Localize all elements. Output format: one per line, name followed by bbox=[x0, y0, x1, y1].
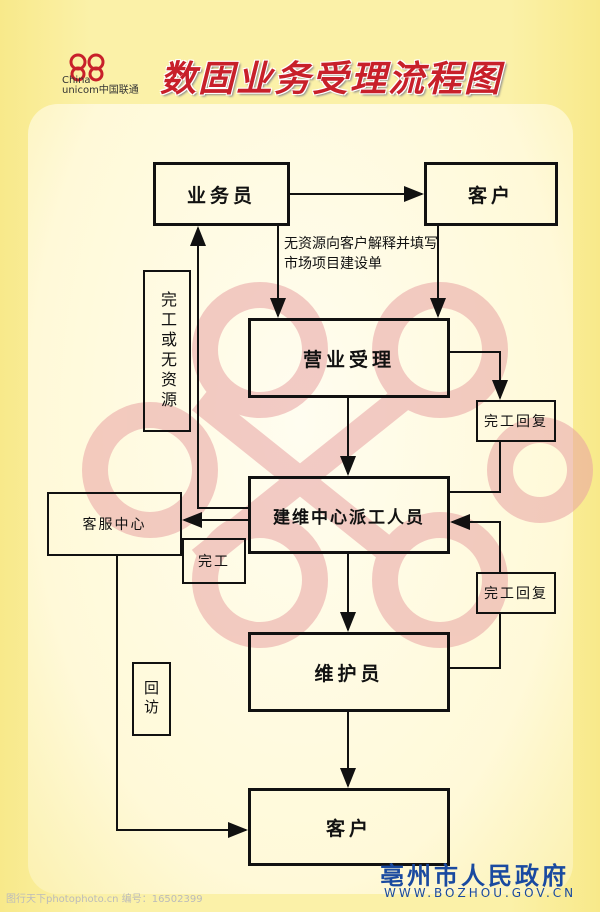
node-service-center: 客服中心 bbox=[47, 492, 182, 556]
node-salesperson: 业务员 bbox=[153, 162, 290, 226]
unicom-logo-icon bbox=[69, 53, 105, 82]
label-done-reply-1: 完工回复 bbox=[476, 400, 556, 442]
watermark: 图行天下photophoto.cn 编号：16502399 bbox=[6, 894, 203, 905]
label-done: 完工 bbox=[182, 538, 246, 584]
org-url: WWW.BOZHOU.GOV.CN bbox=[384, 886, 577, 900]
page-title: 数固业务受理流程图 bbox=[160, 59, 503, 100]
node-customer-top: 客户 bbox=[424, 162, 558, 226]
note-no-resource: 无资源向客户解释并填写市场项目建设单 bbox=[284, 236, 438, 272]
label-done-or-no-resource: 完工或无资源 bbox=[143, 270, 191, 432]
label-done-reply-2: 完工回复 bbox=[476, 572, 556, 614]
node-dispatch-center: 建维中心派工人员 bbox=[248, 476, 450, 554]
node-business-acceptance: 营业受理 bbox=[248, 318, 450, 398]
node-maintainer: 维护员 bbox=[248, 632, 450, 712]
org-name: 亳州市人民政府 bbox=[380, 862, 569, 890]
label-revisit: 回访 bbox=[132, 662, 171, 736]
node-customer-bottom: 客户 bbox=[248, 788, 450, 866]
